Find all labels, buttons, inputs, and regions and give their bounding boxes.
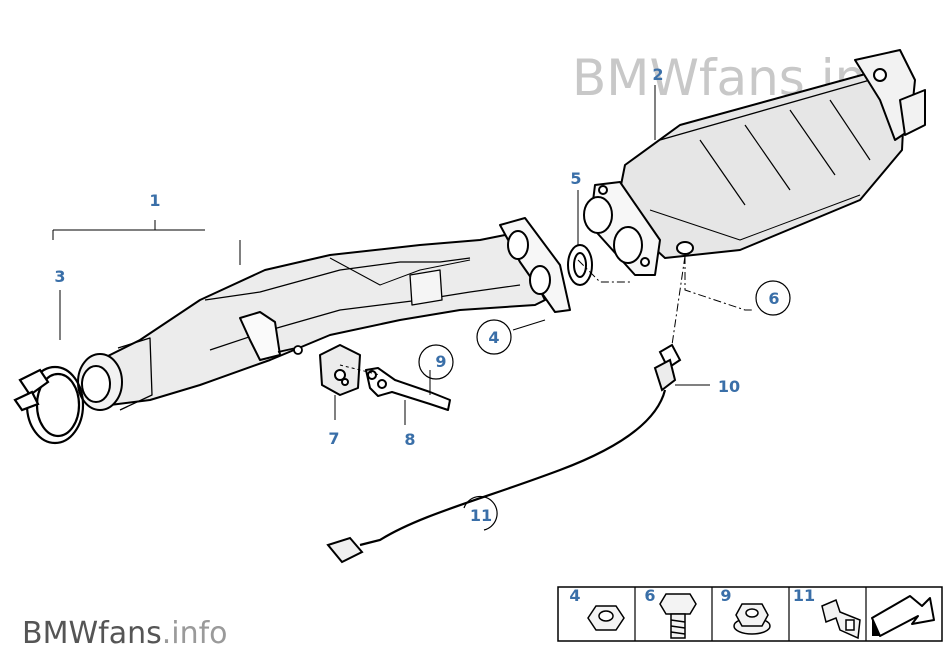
callout-8: 8 bbox=[404, 430, 415, 449]
callout-11: 11 bbox=[470, 506, 492, 525]
callout-7: 7 bbox=[328, 429, 339, 448]
footer-logo: BMWfans.info bbox=[22, 616, 228, 651]
hex-nut-icon bbox=[587, 605, 625, 631]
callout-circles bbox=[418, 280, 791, 531]
bolt-icon bbox=[659, 593, 697, 639]
legend-item-11: 11 bbox=[793, 586, 861, 640]
legend-item-9: 9 bbox=[720, 586, 771, 635]
svg-text:6: 6 bbox=[644, 586, 655, 605]
front-pipe-part bbox=[77, 217, 571, 411]
callout-3: 3 bbox=[54, 267, 65, 286]
callout-9: 9 bbox=[435, 352, 446, 371]
legend-item-6: 6 bbox=[644, 586, 697, 639]
callout-2: 2 bbox=[652, 65, 663, 84]
oxygen-sensor-part bbox=[326, 343, 682, 564]
next-arrow-icon[interactable] bbox=[871, 595, 935, 637]
clamp-part bbox=[13, 365, 85, 445]
catalytic-converter-part bbox=[583, 49, 926, 276]
svg-text:11: 11 bbox=[793, 586, 815, 605]
callout-4: 4 bbox=[488, 328, 499, 347]
callout-5: 5 bbox=[570, 169, 581, 188]
gasket-ring-part bbox=[567, 244, 593, 286]
callout-10: 10 bbox=[718, 377, 740, 396]
bolt-part bbox=[277, 345, 303, 355]
bracket-clip-icon bbox=[821, 598, 861, 640]
svg-text:4: 4 bbox=[569, 586, 580, 605]
callout-6: 6 bbox=[768, 289, 779, 308]
leader-lines bbox=[52, 85, 753, 425]
legend-item-4: 4 bbox=[569, 586, 625, 631]
rubber-mount-part bbox=[319, 344, 361, 396]
parts-legend: 4 6 9 11 bbox=[557, 586, 943, 642]
flange-nut-icon bbox=[733, 603, 771, 635]
svg-text:9: 9 bbox=[720, 586, 731, 605]
callout-1: 1 bbox=[149, 191, 160, 210]
bracket-part bbox=[365, 367, 451, 411]
